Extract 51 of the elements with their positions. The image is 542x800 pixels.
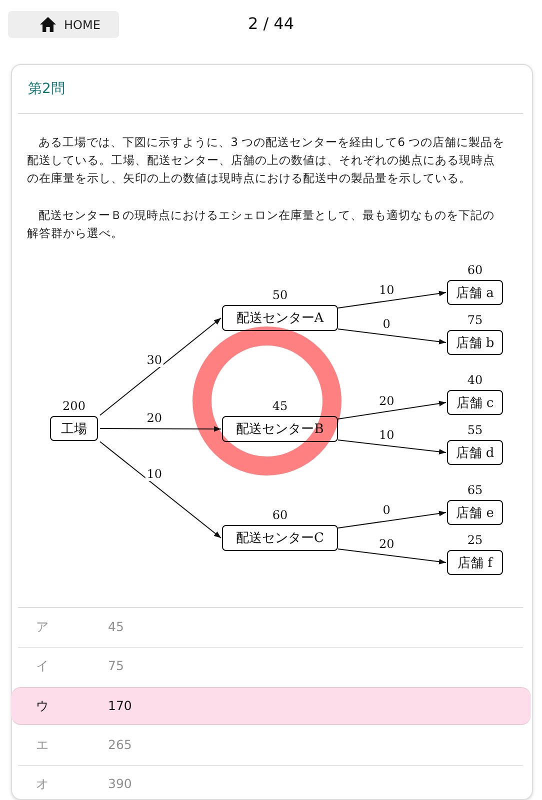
arrow [338,510,446,528]
distribution-center-box: 配送センターB [222,416,338,442]
question-number: 第2問 [28,80,65,98]
factory-box: 工場 [50,416,98,441]
store-box: 店舗 d [447,440,503,465]
store-box: 店舗 c [447,390,503,415]
stock-quantity: 75 [467,313,483,327]
choice-label: エ [36,737,49,754]
stock-quantity: 65 [467,483,483,497]
arrow [100,318,222,416]
choice-value: 265 [108,737,132,752]
arrow [338,440,446,454]
home-button: HOME [8,11,119,38]
choice-value: 170 [108,698,132,713]
stock-quantity: 25 [467,533,483,547]
arrow [338,400,446,420]
edge-label: 0 [382,503,392,518]
distribution-center-box: 配送センターA [222,305,338,331]
arrow [338,290,446,308]
choice-value: 75 [108,658,124,673]
arrow [100,426,222,432]
arrow [100,441,222,538]
edge-label: 20 [378,537,396,552]
stock-quantity: 45 [272,399,288,413]
question-text: 配送センターＢの現時点におけるエシェロン在庫量として、最も適切なものを下記の解答群から選べ。 [27,207,496,242]
choice-value: 45 [108,619,124,634]
edge-label: 30 [146,353,164,368]
choice-label: ウ [36,698,49,715]
stock-quantity: 40 [467,373,483,387]
choice-value: 390 [108,776,132,791]
edge-label: 0 [382,317,392,332]
stock-quantity: 60 [467,263,483,277]
store-box: 店舗 a [447,280,503,305]
choice-label: ア [36,619,49,636]
distribution-center-box: 配送センターC [222,525,338,551]
page-counter: 2 / 44 [246,14,296,33]
arrow [338,328,446,344]
edge-label: 10 [378,283,396,298]
choice-label: イ [36,658,49,675]
choice-label: オ [36,776,49,793]
stock-quantity: 55 [467,423,483,437]
store-box: 店舗 f [447,550,503,575]
stock-quantity: 60 [272,508,288,522]
edge-label: 10 [146,467,164,481]
question-text: ある工場では、下図に示すように、3 つの配送センターを経由して6 つの店舗に製品を配送している。工場、配送センター、店舗の上の数値は、それぞれの拠点にある現時点の在庫量を示し、矢印の上の数値は現時点における配送中の製品量を示している。 [27,134,505,187]
arrow [338,548,446,564]
stock-quantity: 200 [62,399,86,413]
stock-quantity: 50 [272,288,288,302]
store-box: 店舗 b [447,330,503,355]
store-box: 店舗 e [447,500,503,525]
edge-label: 20 [146,410,164,425]
